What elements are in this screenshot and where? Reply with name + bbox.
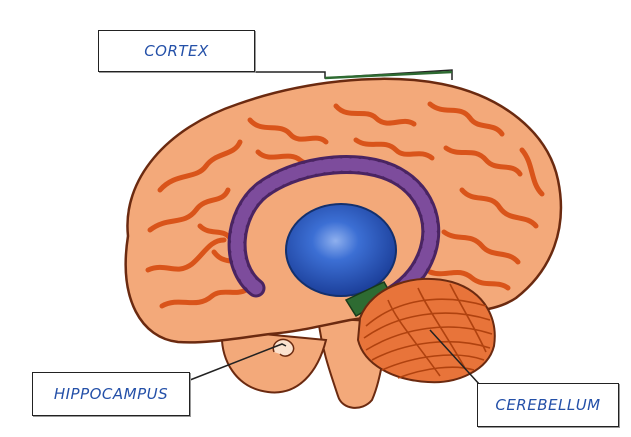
cerebellum <box>358 279 495 382</box>
cortex-label: CORTEX <box>98 30 255 72</box>
cerebellum-label: CEREBELLUM <box>477 383 619 427</box>
cortex-leader-line <box>255 70 452 80</box>
thalamus <box>286 204 396 296</box>
hippocampus-label: HIPPOCAMPUS <box>32 372 190 416</box>
